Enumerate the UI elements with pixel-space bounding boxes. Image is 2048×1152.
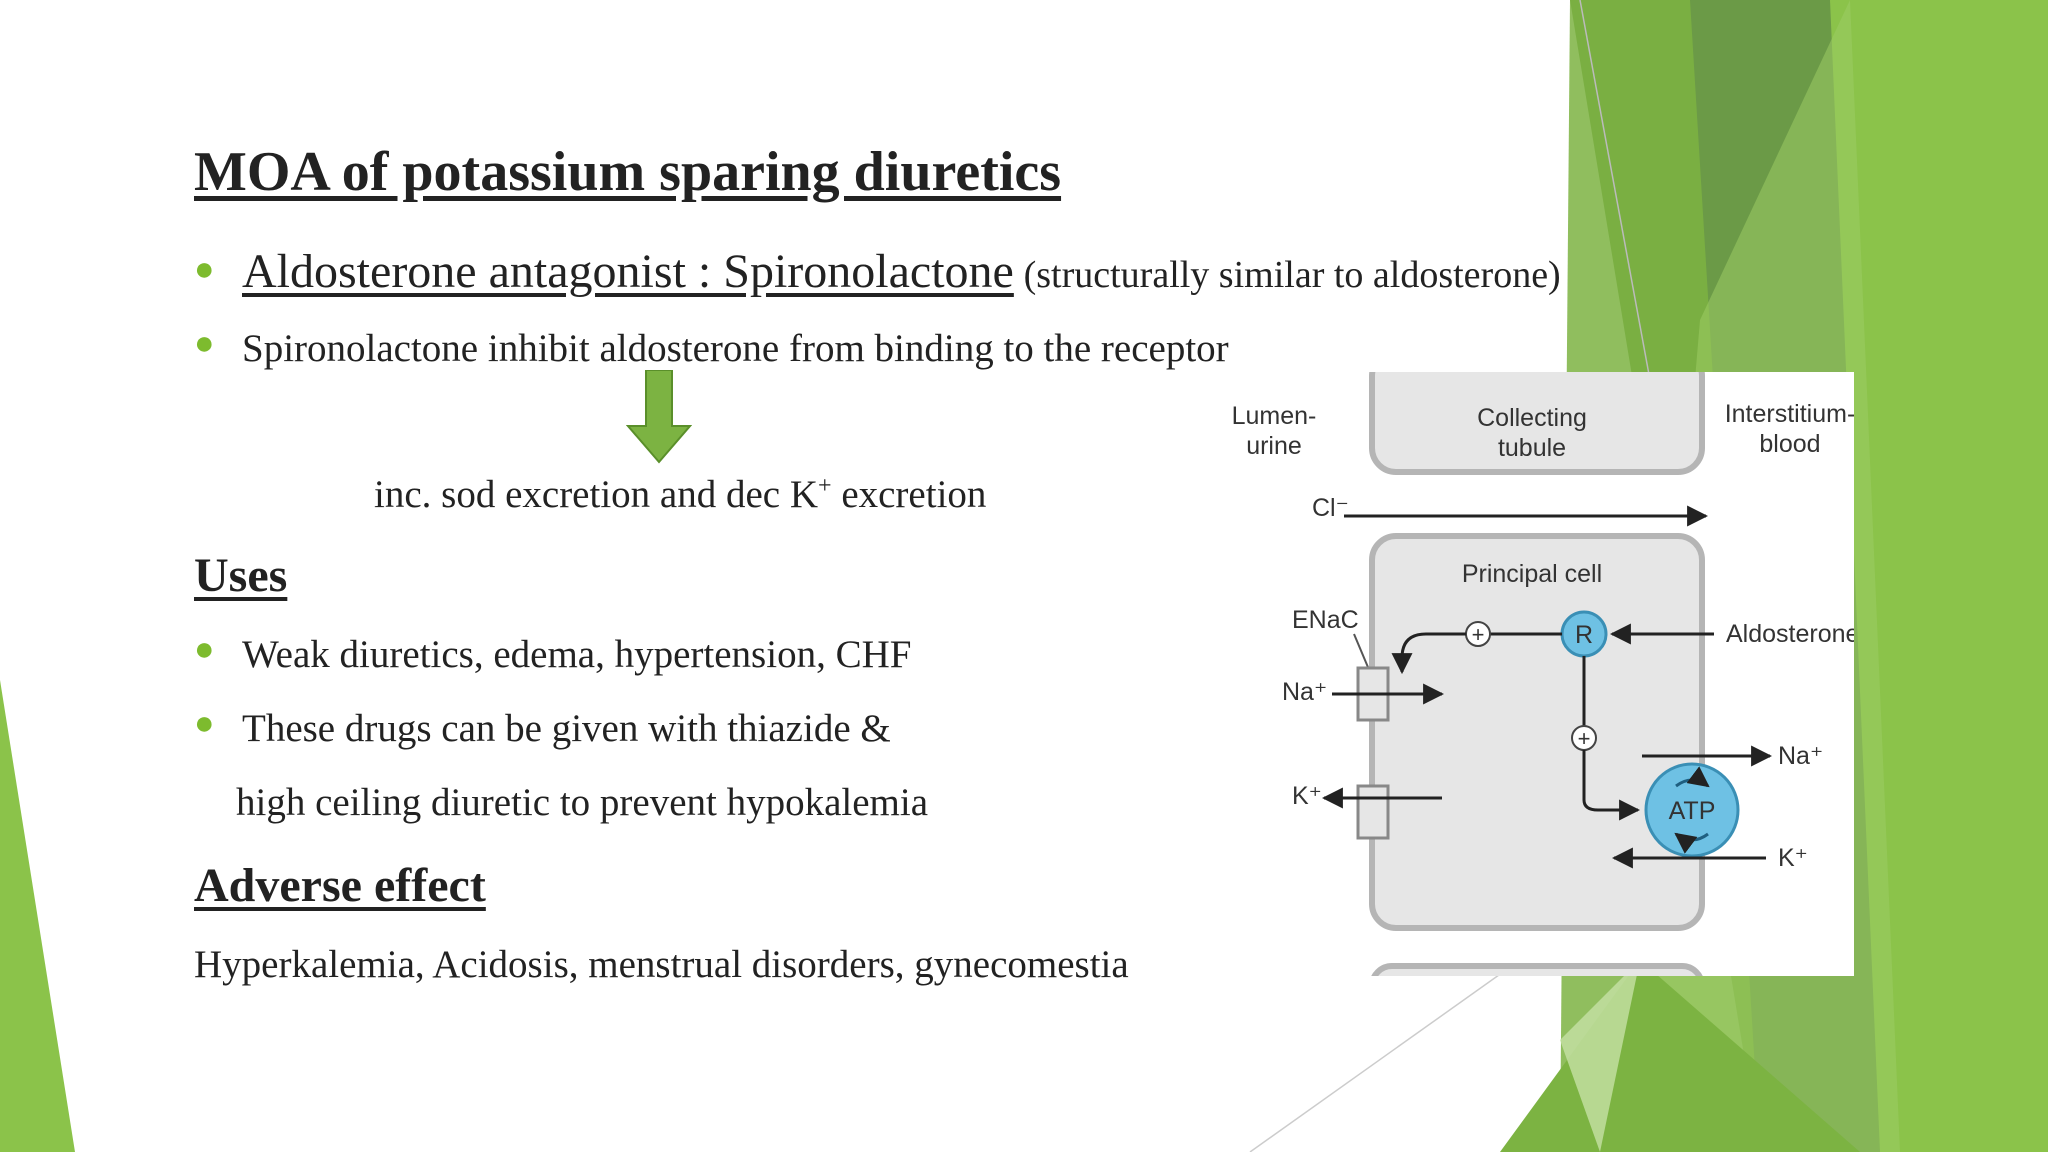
lumen-label: Lumen- — [1232, 402, 1317, 430]
bottom-pale-green-shape — [1560, 960, 1640, 1152]
down-arrow-icon — [626, 370, 692, 464]
sodium-right-label: Na⁺ — [1778, 742, 1823, 770]
bullet-text: These drugs can be given with thiazide & — [242, 707, 891, 750]
plus-sign-2: + — [1578, 726, 1591, 751]
uses-heading: Uses — [194, 549, 288, 602]
lumen-label-2: urine — [1246, 432, 1302, 460]
potassium-right-label: K⁺ — [1778, 844, 1808, 872]
tubule-label: Collecting — [1477, 404, 1587, 432]
atp-label: ATP — [1669, 797, 1716, 825]
bullet-dot: ● — [194, 704, 215, 742]
plus-to-enac-arrow — [1391, 632, 1466, 675]
principal-cell-label: Principal cell — [1462, 560, 1602, 588]
thin-line — [1249, 959, 1521, 1152]
principal-cell-box — [1369, 533, 1705, 931]
plus-to-atp-arrow — [1582, 750, 1641, 821]
adverse-heading: Adverse effect — [194, 859, 486, 912]
enac-label: ENaC — [1292, 606, 1359, 634]
slide-title: MOA of potassium sparing diuretics — [194, 141, 1062, 203]
diagram-figure: Lumen- urine Collecting tubule Interstit… — [1232, 349, 1859, 1029]
sodium-left-label: Na⁺ — [1282, 678, 1327, 706]
interstitium-label-2: blood — [1759, 430, 1820, 458]
atp-cycle-arrow — [1675, 766, 1710, 788]
bullet-dot: ● — [194, 250, 215, 288]
thin-line — [1579, 0, 1651, 381]
aldosterone-label: Aldosterone — [1726, 620, 1854, 648]
atp-pump-circle — [1644, 762, 1740, 858]
bullet-text: Weak diuretics, edema, hypertension, CHF — [242, 633, 912, 676]
bullet-note-text: (structurally similar to aldosterone) — [1023, 254, 1561, 296]
bullet-dot: ● — [194, 630, 215, 668]
k-channel — [1356, 784, 1390, 840]
potassium-left-label: K⁺ — [1292, 782, 1322, 810]
bullet-continuation: high ceiling diuretic to prevent hypokal… — [236, 781, 929, 824]
collecting-tubule-diagram: Lumen- urine Collecting tubule Interstit… — [1206, 349, 1859, 1029]
tubule-bottom-box — [1369, 963, 1705, 1029]
receptor-label: R — [1575, 621, 1593, 649]
enac-pointer — [1353, 633, 1371, 673]
bullet-text: Spironolactone inhibit aldosterone from … — [242, 327, 1229, 370]
bullet-dot: ● — [194, 324, 215, 362]
atp-cycle-arrow — [1674, 832, 1709, 854]
plus-sign: + — [1472, 622, 1485, 647]
interstitium-label: Interstitium- — [1725, 400, 1854, 428]
left-green-shape — [0, 680, 75, 1152]
tubule-label-2: tubule — [1498, 434, 1566, 462]
result-text: inc. sod excretion and dec K+ excretion — [374, 473, 987, 516]
bullet-main-text: Aldosterone antagonist : Spironolactone — [242, 245, 1014, 298]
adverse-text: Hyperkalemia, Acidosis, menstrual disord… — [194, 943, 1129, 986]
chloride-label: Cl⁻ — [1312, 494, 1349, 522]
